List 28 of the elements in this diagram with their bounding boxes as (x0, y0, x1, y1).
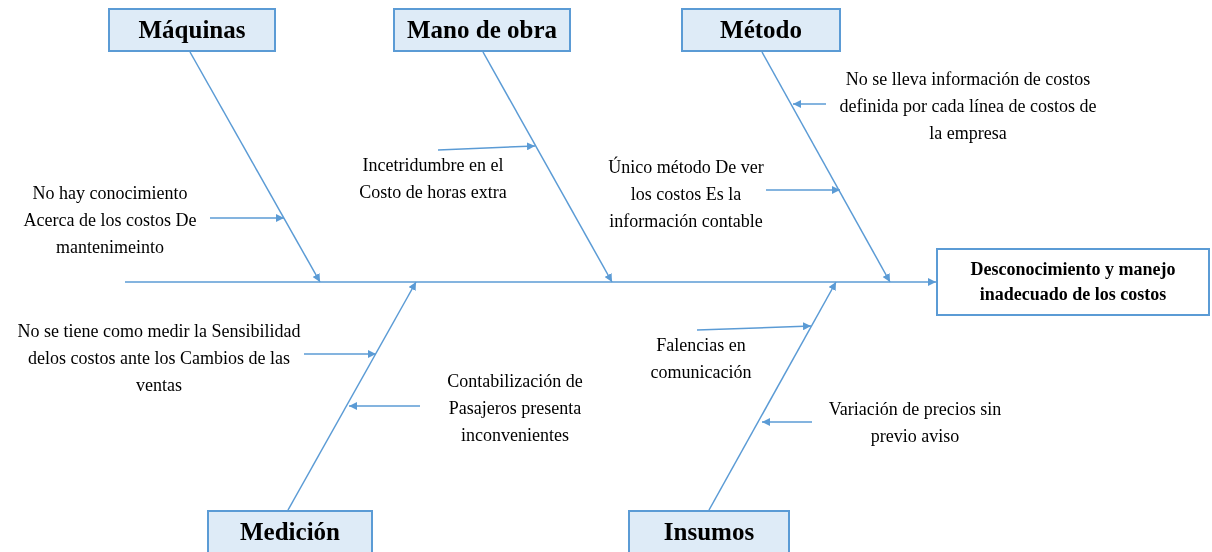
cause-text: Variación de precios sin previo aviso (812, 381, 1018, 465)
bone-arrow (189, 51, 321, 283)
category-box: Método (681, 8, 841, 52)
cause-text: Único método De ver los costos Es la información contable (606, 138, 766, 250)
problem-box: Desconocimiento y manejo inadecuado de los costos (936, 248, 1210, 316)
arrow (209, 214, 285, 222)
bone-arrow (482, 51, 613, 283)
cause-text: Contabilización de Pasajeros presenta inconvenientes (420, 366, 610, 450)
bone-arrow (708, 281, 837, 511)
arrow (792, 100, 827, 108)
arrow (348, 402, 421, 410)
category-box: Insumos (628, 510, 790, 552)
cause-text: Falencias en comunicación (628, 330, 774, 388)
bone-arrow (287, 281, 417, 511)
arrow (696, 322, 812, 331)
category-box: Medición (207, 510, 373, 552)
arrow (761, 418, 813, 426)
arrow (303, 350, 377, 358)
arrow (437, 142, 536, 151)
category-box: Máquinas (108, 8, 276, 52)
spine-arrow (124, 278, 937, 286)
category-box: Mano de obra (393, 8, 571, 52)
cause-text: Incetridumbre en el Costo de horas extra (340, 150, 526, 208)
cause-text: No hay conocimiento Acerca de los costos De mantenimeinto (10, 178, 210, 262)
cause-text: No se lleva información de costos definida por cada línea de costos de la empresa (826, 64, 1110, 148)
bone-arrow (761, 51, 891, 283)
arrow (765, 186, 841, 194)
cause-text: No se tiene como medir la Sensibilidad delos costos ante los Cambios de las ventas (14, 316, 304, 400)
